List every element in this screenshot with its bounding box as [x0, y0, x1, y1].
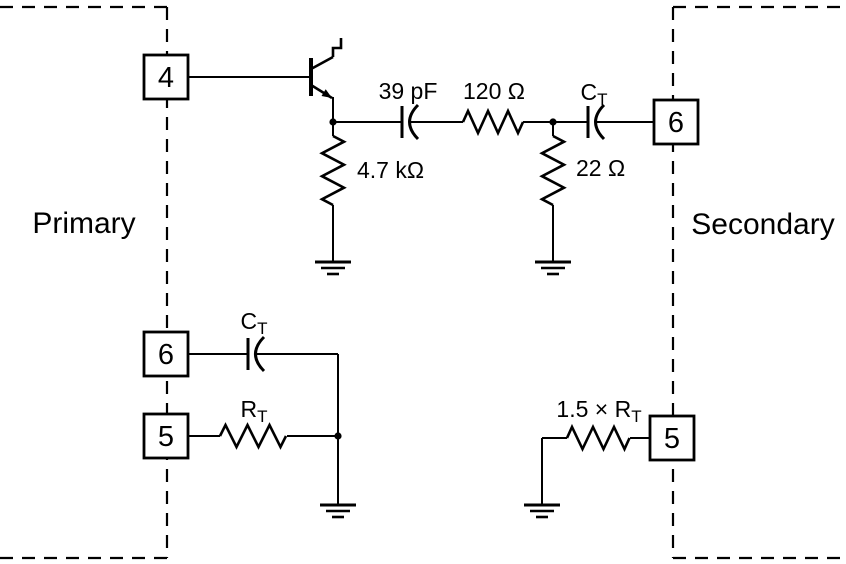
- resistor-4-7kohm: [319, 134, 347, 207]
- resistor-22ohm: [539, 134, 567, 207]
- terminal-number: 5: [158, 421, 174, 453]
- label-cap-ct-bottom: CT: [240, 308, 267, 338]
- transistor-collector-stub: [331, 38, 343, 57]
- label-res-22ohm: 22 Ω: [576, 155, 625, 181]
- resistor-rt: [218, 422, 288, 450]
- label-cap-ct-top: CT: [580, 79, 607, 109]
- primary-region-label: Primary: [32, 207, 135, 240]
- label-main: C: [580, 79, 597, 105]
- ground-symbol-bottom-left: [320, 503, 356, 519]
- terminal-box: [142, 412, 190, 460]
- bottom-right-wires: [541, 437, 650, 505]
- resistor-1-5rt: [565, 423, 631, 453]
- label-main: 1.5 × R: [556, 396, 631, 422]
- ground-symbol-bottom-right: [524, 503, 560, 519]
- terminal-primary-6: 6: [142, 330, 190, 378]
- secondary-region-label: Secondary: [691, 208, 834, 241]
- ground-symbol-22: [535, 260, 571, 276]
- label-subscript: T: [597, 90, 607, 109]
- capacitor-39pf: [400, 103, 420, 141]
- label-subscript: T: [257, 319, 267, 338]
- label-main: C: [240, 308, 257, 334]
- terminal-box: [648, 414, 696, 462]
- terminal-box: [142, 330, 190, 378]
- capacitor-ct-bottom-curved-plate: [254, 335, 266, 373]
- label-res-1-5rt: 1.5 × RT: [556, 396, 641, 426]
- terminal-number: 4: [158, 62, 174, 94]
- terminal-box: [652, 98, 700, 146]
- terminal-box: [142, 53, 190, 101]
- terminal-number: 6: [158, 339, 174, 371]
- terminal-secondary-6: 6: [652, 98, 700, 146]
- terminal-secondary-5: 5: [648, 414, 696, 462]
- label-res-rt: RT: [240, 396, 267, 426]
- capacitor-39pf-curved-plate: [408, 103, 420, 141]
- resistor-120ohm: [461, 107, 525, 137]
- label-main: R: [240, 396, 257, 422]
- transistor-collector: [310, 55, 334, 71]
- terminal-number: 6: [668, 107, 684, 139]
- junction-dot-r22: [549, 118, 557, 126]
- junction-dot-emitter: [329, 118, 337, 126]
- secondary-boundary: [671, 5, 846, 560]
- transistor-npn: [309, 38, 343, 100]
- ground-symbol-4k7: [315, 260, 351, 276]
- terminal-number: 5: [664, 423, 680, 455]
- capacitor-ct-top-curved-plate: [594, 103, 606, 141]
- terminal-primary-5: 5: [142, 412, 190, 460]
- label-res-4-7kohm: 4.7 kΩ: [357, 157, 424, 183]
- label-subscript: T: [257, 407, 267, 426]
- transistor-emitter-arrow-icon: [321, 89, 332, 98]
- label-cap-39pf: 39 pF: [379, 78, 438, 104]
- capacitor-ct-top: [586, 103, 606, 141]
- label-res-120ohm: 120 Ω: [463, 78, 525, 104]
- junction-dot-rt: [334, 432, 342, 440]
- terminal-primary-4: 4: [142, 53, 190, 101]
- label-subscript: T: [631, 407, 641, 426]
- bottom-left-wires: [188, 353, 339, 505]
